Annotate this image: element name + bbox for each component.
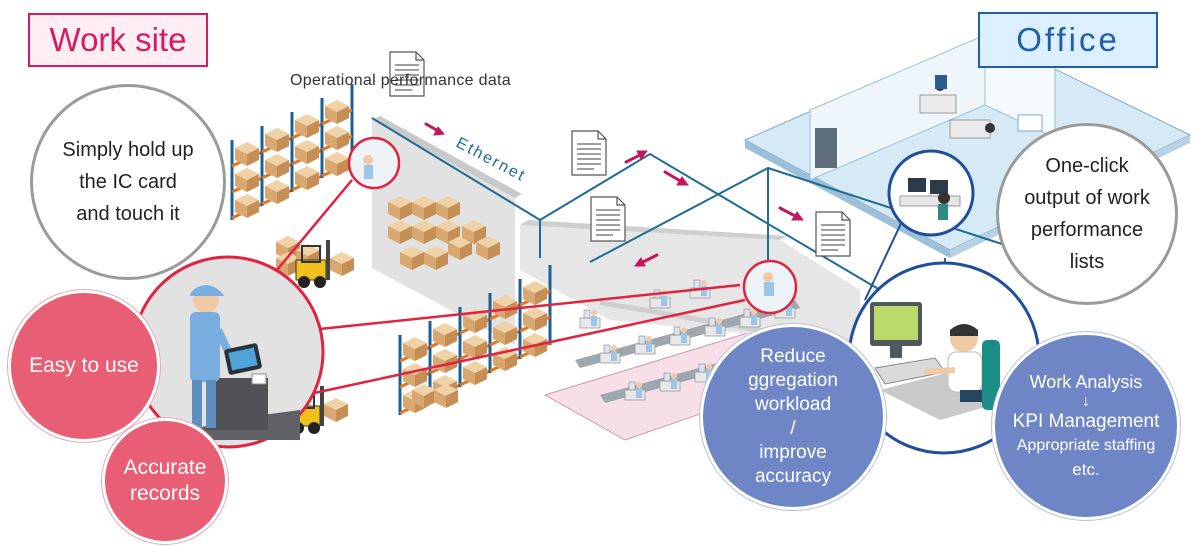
one-click-line: output of work	[1024, 187, 1150, 209]
ic-card-reader-callout	[271, 136, 798, 397]
work-site-label: Work site	[28, 13, 208, 67]
production-wall-top	[520, 220, 788, 240]
document-icon	[815, 211, 851, 257]
reduce-line: workload	[754, 394, 832, 415]
ic-card-line: and touch it	[76, 203, 180, 225]
office-desk-callout	[864, 149, 975, 301]
accurate-records-bubble: Accurate records	[102, 418, 228, 544]
reduce-line: Reduce	[760, 346, 826, 367]
office-label: Office	[978, 12, 1158, 68]
ic-card-line: the IC card	[79, 171, 177, 193]
kpi-line: KPI Management	[1012, 411, 1160, 432]
reduce-workload-bubble: Reduce ggregation workload / improve acc…	[700, 324, 886, 510]
warehouse-wall-top	[372, 116, 522, 198]
reduce-line: improve	[759, 442, 827, 463]
kpi-line: Appropriate staffing	[1016, 437, 1156, 454]
one-click-line: performance	[1030, 219, 1144, 241]
document-icon	[590, 196, 626, 242]
ic-card-bubble: Simply hold up the IC card and touch it	[30, 84, 226, 280]
kpi-bubble: Work Analysis ↓ KPI Management Appropria…	[992, 332, 1180, 520]
reduce-line: accuracy	[754, 466, 831, 487]
reduce-line: ggregation	[748, 370, 838, 391]
worker-scan-detail	[131, 255, 325, 449]
reduce-line: /	[790, 418, 796, 439]
one-click-line: One-click	[1045, 155, 1129, 177]
one-click-line: lists	[1069, 251, 1105, 273]
easy-to-use-text: Easy to use	[29, 354, 139, 377]
kpi-line: etc.	[1072, 460, 1100, 479]
ic-card-line: Simply hold up	[62, 139, 194, 161]
kpi-line: Work Analysis	[1029, 372, 1143, 392]
one-click-bubble: One-click output of work performance lis…	[996, 123, 1178, 305]
accurate-line: Accurate	[123, 456, 207, 479]
kpi-line: ↓	[1082, 393, 1090, 410]
easy-to-use-bubble: Easy to use	[8, 290, 160, 442]
computer-operator-detail	[847, 261, 1041, 455]
arrow-icon	[424, 122, 804, 267]
operational-data-label: Operational performance data	[290, 72, 511, 89]
document-icon	[571, 130, 607, 176]
accurate-line: records	[129, 482, 201, 505]
